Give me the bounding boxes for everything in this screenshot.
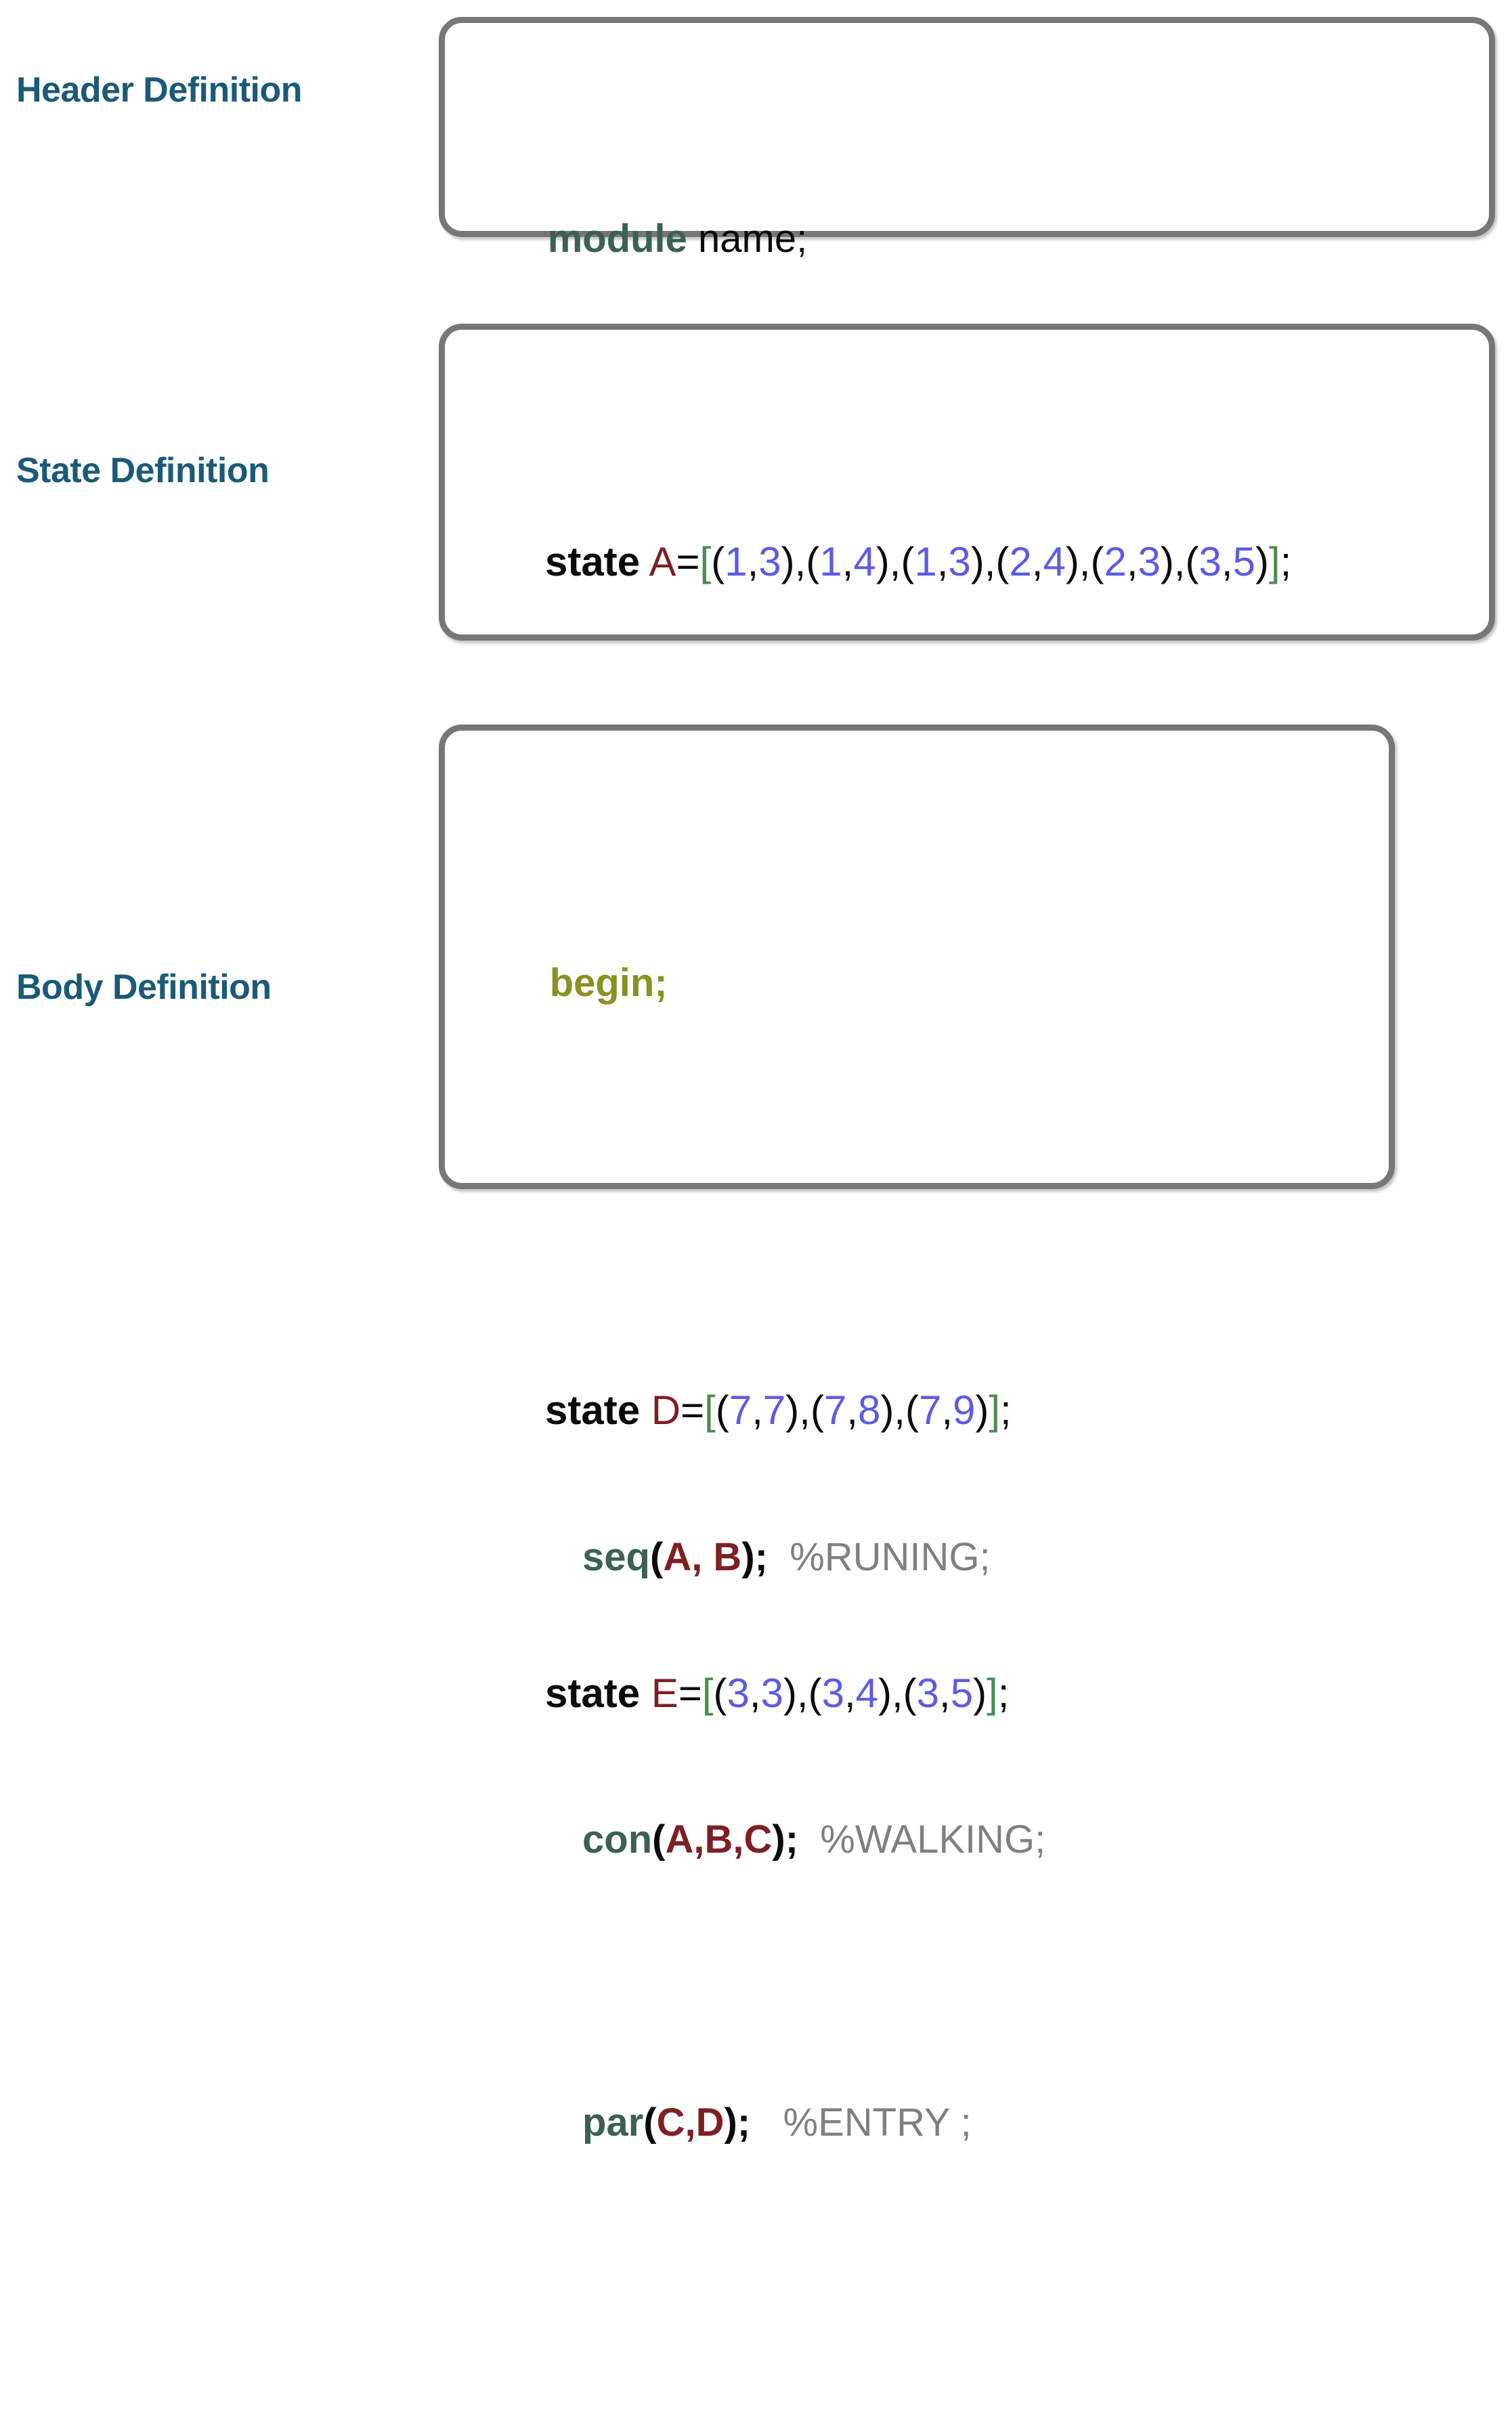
args-con: A,B,C — [665, 1817, 773, 1862]
keyword-state-a: state — [545, 539, 641, 585]
state-definition-box: state A=[(1,3),(1,4),(1,3),(2,4),(2,3),(… — [439, 324, 1495, 1716]
indent-con — [550, 1817, 582, 1861]
code-line-blank-2 — [484, 2335, 1045, 2382]
code-line-blank-1 — [484, 1195, 1045, 1243]
comment-seq: %RUNING; — [790, 1534, 991, 1579]
lparen-seq: ( — [649, 1534, 664, 1579]
body-definition-code: begin; seq(A, B); %RUNING; con(A,B,C); %… — [484, 771, 1046, 2435]
args-par: C,D — [656, 2100, 725, 2145]
code-line-con: con(A,B,C); %WALKING; — [484, 1769, 1045, 1910]
state-name-a: A — [649, 539, 676, 585]
indent-seq — [550, 1535, 582, 1579]
comment-con: %WALKING; — [820, 1817, 1046, 1862]
rparen-par: ); — [724, 2100, 751, 2145]
rparen-con: ); — [772, 1817, 799, 1862]
operator-par: par — [582, 2100, 644, 2145]
comment-par: %ENTRY ; — [783, 2100, 972, 2145]
indent-par — [550, 2100, 582, 2145]
state-line-a: state A=[(1,3),(1,4),(1,3),(2,4),(2,3),(… — [545, 539, 1292, 585]
module-name: name; — [687, 217, 808, 261]
equals-a: = — [676, 539, 700, 585]
rparen-seq: ); — [741, 1534, 768, 1579]
operator-con: con — [582, 1817, 653, 1862]
code-line-begin: begin; — [484, 913, 1045, 1054]
section-label-state-definition: State Definition — [16, 451, 269, 490]
lbracket-a: [ — [699, 539, 712, 585]
operator-seq: seq — [582, 1534, 650, 1579]
header-definition-box: module name; export “source video”; — [439, 17, 1495, 516]
section-label-body-definition: Body Definition — [16, 968, 272, 1007]
lparen-par: ( — [643, 2100, 657, 2145]
code-line-module: module name; — [482, 163, 938, 316]
code-line-seq: seq(A, B); %RUNING; — [484, 1486, 1045, 1628]
code-line-blank-1b — [484, 1337, 1045, 1345]
body-definition-box: begin; seq(A, B); %RUNING; con(A,B,C); %… — [439, 725, 1395, 2145]
keyword-begin: begin; — [549, 961, 668, 1006]
section-label-header-definition: Header Definition — [16, 70, 303, 110]
lparen-con: ( — [652, 1817, 666, 1862]
args-seq: A, B — [663, 1534, 742, 1579]
code-line-par: par(C,D); %ENTRY ; — [484, 2052, 1045, 2193]
keyword-module: module — [547, 217, 687, 261]
